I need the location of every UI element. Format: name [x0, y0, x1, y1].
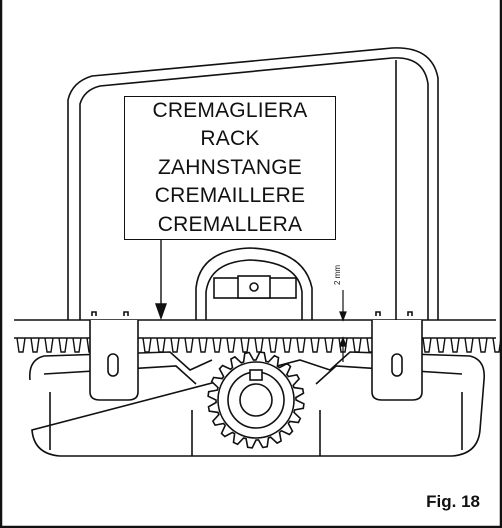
bracket-left [89, 311, 139, 401]
gap-label: 2 mm [333, 265, 342, 285]
rack-teeth [14, 337, 502, 353]
motor-housing [67, 47, 439, 320]
arrow-down-icon [155, 240, 167, 321]
gear-icon [191, 351, 321, 456]
label-line: CREMAGLIERA [152, 98, 308, 122]
label-line: CREMALLERA [157, 212, 303, 236]
bracket-right [371, 311, 423, 401]
label-line: CREMAILLERE [154, 184, 306, 208]
figure-caption: Fig. 18 [426, 492, 480, 511]
gap-marker [339, 290, 347, 362]
rack-label-box: CREMAGLIERA RACK ZAHNSTANGE CREMAILLERE … [124, 96, 336, 240]
gear-cover [195, 247, 313, 320]
label-line: ZAHNSTANGE [158, 155, 302, 179]
label-line: RACK [200, 127, 260, 151]
